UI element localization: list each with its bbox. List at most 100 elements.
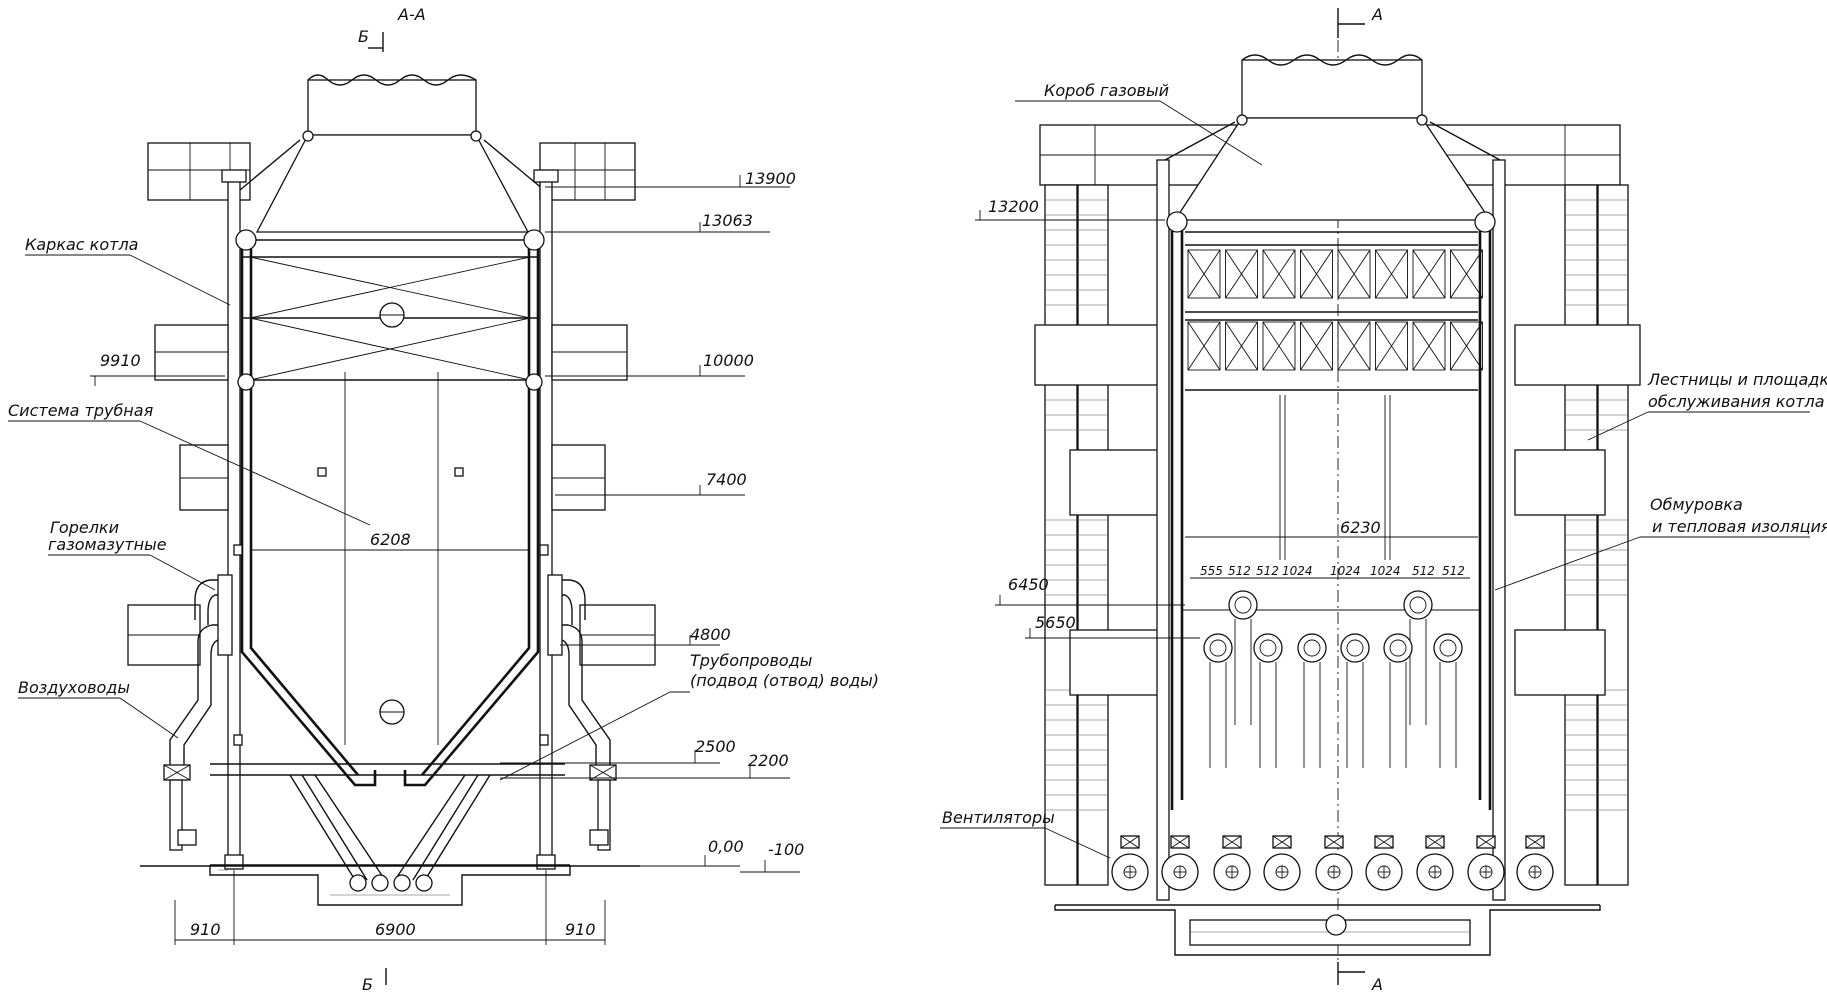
right-elev-5650: 5650	[1035, 613, 1076, 632]
elev-0-00: 0,00	[708, 837, 744, 856]
fan	[1111, 835, 1149, 891]
label-stairs-2: обслуживания котла	[1648, 392, 1825, 411]
elev-13063: 13063	[702, 211, 753, 230]
burner	[1433, 633, 1463, 768]
tube-bank-cell	[1450, 249, 1483, 299]
label-pipelines-2: (подвод (отвод) воды)	[690, 671, 879, 690]
right-tube-bank	[1187, 249, 1483, 371]
elev-9910: 9910	[100, 351, 141, 370]
tube-bank-cell	[1337, 321, 1371, 371]
right-column-left	[1156, 159, 1170, 901]
right-gas-box	[1164, 54, 1501, 221]
left-air-ducts	[163, 660, 617, 851]
tube-bank-cell	[1412, 321, 1446, 371]
left-dim-6900: 6900	[375, 920, 416, 939]
fan	[1467, 835, 1505, 891]
right-foundation	[1054, 904, 1601, 956]
right-inner-width: 6230	[1340, 518, 1381, 537]
elev-13900: 13900	[745, 169, 796, 188]
left-section-mark-bottom: Б	[362, 975, 373, 994]
label-lining-2: и тепловая изоляция	[1652, 517, 1827, 536]
label-burners-1: Горелки	[50, 518, 119, 537]
left-section-title: А-А	[397, 5, 426, 24]
right-section-mark-top: А	[1371, 5, 1383, 24]
label-air-ducts: Воздуховоды	[18, 678, 130, 697]
fan	[1516, 835, 1554, 891]
right-dim-1024-a: 1024	[1282, 564, 1313, 578]
left-view: А-А Б Б	[8, 5, 879, 994]
tube-bank-cell	[1225, 321, 1258, 371]
tube-bank-cell	[1187, 321, 1221, 371]
elev-2200: 2200	[748, 751, 789, 770]
left-elevation-marks: 13900 13063 10000 7400 4800 2500 2200 0,…	[500, 169, 804, 873]
label-gas-box: Короб газовый	[1044, 81, 1169, 100]
tube-bank-cell	[1187, 249, 1221, 299]
burner	[1228, 590, 1258, 725]
right-burners	[1203, 590, 1463, 768]
burner	[1297, 633, 1327, 768]
right-dim-1024-c: 1024	[1370, 564, 1401, 578]
right-dim-512-d: 512	[1442, 564, 1465, 578]
burner	[1383, 633, 1413, 768]
label-pipelines-1: Трубопроводы	[690, 651, 812, 670]
label-fans: Вентиляторы	[942, 808, 1055, 827]
tube-bank-cell	[1262, 321, 1296, 371]
left-middle-platforms	[127, 324, 656, 666]
right-elev-13200: 13200	[988, 197, 1039, 216]
right-dim-512-c: 512	[1412, 564, 1435, 578]
right-elevation-marks: 13200 6450 5650	[975, 197, 1200, 639]
right-boiler-body	[1166, 211, 1496, 810]
fan	[1263, 835, 1301, 891]
right-view: А А	[940, 5, 1827, 994]
right-dim-1024-b: 1024	[1330, 564, 1361, 578]
tube-bank-cell	[1450, 321, 1483, 371]
right-elev-6450: 6450	[1008, 575, 1049, 594]
right-fans-row	[1111, 835, 1554, 891]
left-frame-columns	[221, 169, 559, 870]
tube-bank-cell	[1375, 321, 1408, 371]
left-section-mark-top: Б	[358, 27, 369, 46]
right-dim-512-a: 512	[1228, 564, 1251, 578]
left-dim-910-a: 910	[190, 920, 221, 939]
burner	[1403, 590, 1433, 725]
tube-bank-cell	[1225, 249, 1258, 299]
right-column-right	[1492, 159, 1506, 901]
left-burners	[194, 574, 586, 668]
elev-7400: 7400	[706, 470, 747, 489]
right-stair-towers	[1034, 124, 1641, 886]
tube-bank-cell	[1337, 249, 1371, 299]
fan	[1161, 835, 1199, 891]
fan	[1213, 835, 1251, 891]
elev-2500: 2500	[695, 737, 736, 756]
tube-bank-cell	[1375, 249, 1408, 299]
right-section-mark-bottom: А	[1371, 975, 1383, 994]
burner	[1203, 633, 1233, 768]
tube-bank-cell	[1300, 321, 1333, 371]
right-dimensions: 6230 555 512 512 1024 1024 1024 512 512	[1185, 518, 1478, 579]
left-gas-hood	[239, 74, 545, 233]
fan	[1365, 835, 1403, 891]
elev-minus-100: -100	[768, 840, 804, 859]
right-callouts: Короб газовый Лестницы и площадки обслуж…	[940, 81, 1827, 859]
label-tube-system: Система трубная	[8, 401, 154, 420]
label-frame: Каркас котла	[25, 235, 138, 254]
label-stairs-1: Лестницы и площадки	[1647, 370, 1827, 389]
fan	[1315, 835, 1353, 891]
label-burners-2: газомазутные	[48, 535, 167, 554]
right-dim-555: 555	[1200, 564, 1223, 578]
tube-bank-cell	[1262, 249, 1296, 299]
right-dim-512-b: 512	[1256, 564, 1279, 578]
left-boiler-body	[233, 229, 549, 787]
left-bottom-dimensions: 910 6900 910	[174, 870, 606, 945]
left-inner-width: 6208	[370, 530, 411, 549]
fan	[1416, 835, 1454, 891]
elev-10000: 10000	[703, 351, 754, 370]
tube-bank-cell	[1300, 249, 1333, 299]
burner	[1253, 633, 1283, 768]
left-pipelines	[210, 763, 565, 892]
left-dim-910-b: 910	[565, 920, 596, 939]
burner	[1340, 633, 1370, 768]
tube-bank-cell	[1412, 249, 1446, 299]
label-lining-1: Обмуровка	[1650, 495, 1743, 514]
